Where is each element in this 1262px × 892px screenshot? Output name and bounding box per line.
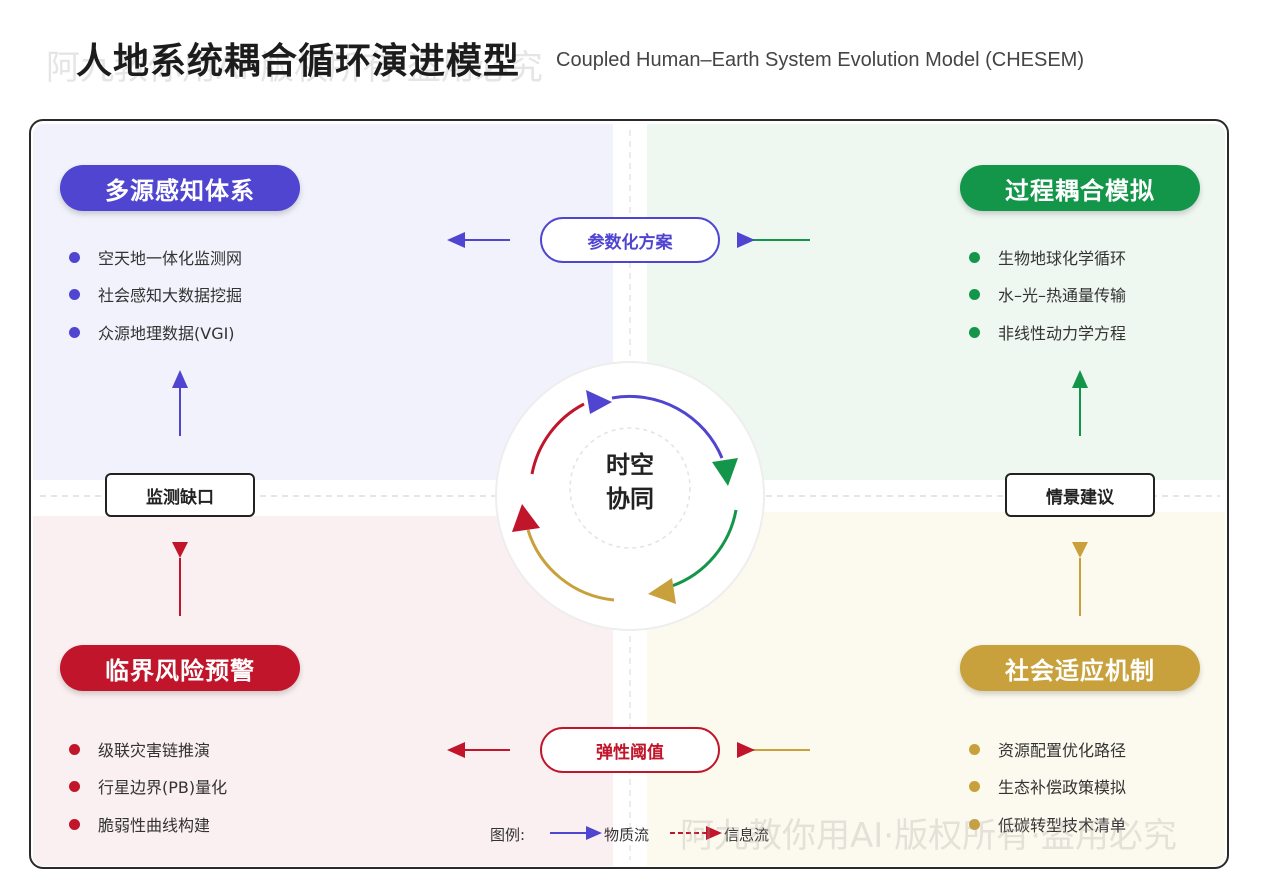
- page-subtitle: Coupled Human–Earth System Evolution Mod…: [556, 49, 1084, 71]
- bullet-dot-icon: [969, 818, 980, 830]
- list-item: 脆弱性曲线构建: [69, 812, 210, 836]
- connector-monitoring-gap: 监测缺口: [105, 473, 255, 517]
- list-item: 生物地球化学循环: [969, 245, 1126, 269]
- pill-risk-warning: 临界风险预警: [60, 645, 300, 691]
- list-item: 资源配置优化路径: [969, 737, 1126, 761]
- pill-social-adaptation: 社会适应机制: [960, 645, 1200, 691]
- page-title: 人地系统耦合循环演进模型: [76, 41, 521, 82]
- bullet-dot-icon: [69, 326, 80, 338]
- legend-material-flow: 物质流: [604, 826, 650, 844]
- connector-scenario-suggestion: 情景建议: [1005, 473, 1155, 517]
- pill-process-coupling: 过程耦合模拟: [960, 165, 1200, 211]
- list-item: 水–光–热通量传输: [969, 282, 1126, 306]
- connector-parameterization: 参数化方案: [540, 217, 720, 263]
- bullet-dot-icon: [969, 326, 980, 338]
- bullet-dot-icon: [969, 780, 980, 792]
- center-line2: 协同: [606, 485, 654, 513]
- info-flow-arrow-icon: [670, 826, 722, 840]
- legend-info-flow: 信息流: [724, 826, 770, 844]
- legend-label: 图例:: [490, 826, 526, 844]
- bullet-dot-icon: [69, 288, 80, 300]
- diagram-frame: [29, 119, 1229, 869]
- watermark-bottom: 阿九教你用AI·版权所有·盗用必究: [680, 816, 1177, 856]
- watermark-top: 阿九教你用AI·版权所有·盗用必究: [46, 48, 543, 88]
- pill-perception-system: 多源感知体系: [60, 165, 300, 211]
- list-item: 非线性动力学方程: [969, 320, 1126, 344]
- list-item: 社会感知大数据挖掘: [69, 282, 242, 306]
- bullet-dot-icon: [69, 780, 80, 792]
- bullet-dot-icon: [69, 818, 80, 830]
- list-item: 众源地理数据(VGI): [69, 320, 235, 344]
- center-line1: 时空: [606, 451, 654, 479]
- list-item: 低碳转型技术清单: [969, 812, 1126, 836]
- quadrant-bottom-left-bg: [33, 516, 613, 866]
- list-item: 级联灾害链推演: [69, 737, 210, 761]
- bullet-dot-icon: [69, 251, 80, 263]
- list-item: 行星边界(PB)量化: [69, 774, 227, 798]
- list-item: 空天地一体化监测网: [69, 245, 242, 269]
- bullet-dot-icon: [969, 743, 980, 755]
- material-flow-arrow-icon: [550, 826, 602, 840]
- list-item: 生态补偿政策模拟: [969, 774, 1126, 798]
- bullet-dot-icon: [969, 288, 980, 300]
- connector-resilience-threshold: 弹性阈值: [540, 727, 720, 773]
- center-label: 时空 协同: [590, 448, 670, 516]
- bullet-dot-icon: [69, 743, 80, 755]
- bullet-dot-icon: [969, 251, 980, 263]
